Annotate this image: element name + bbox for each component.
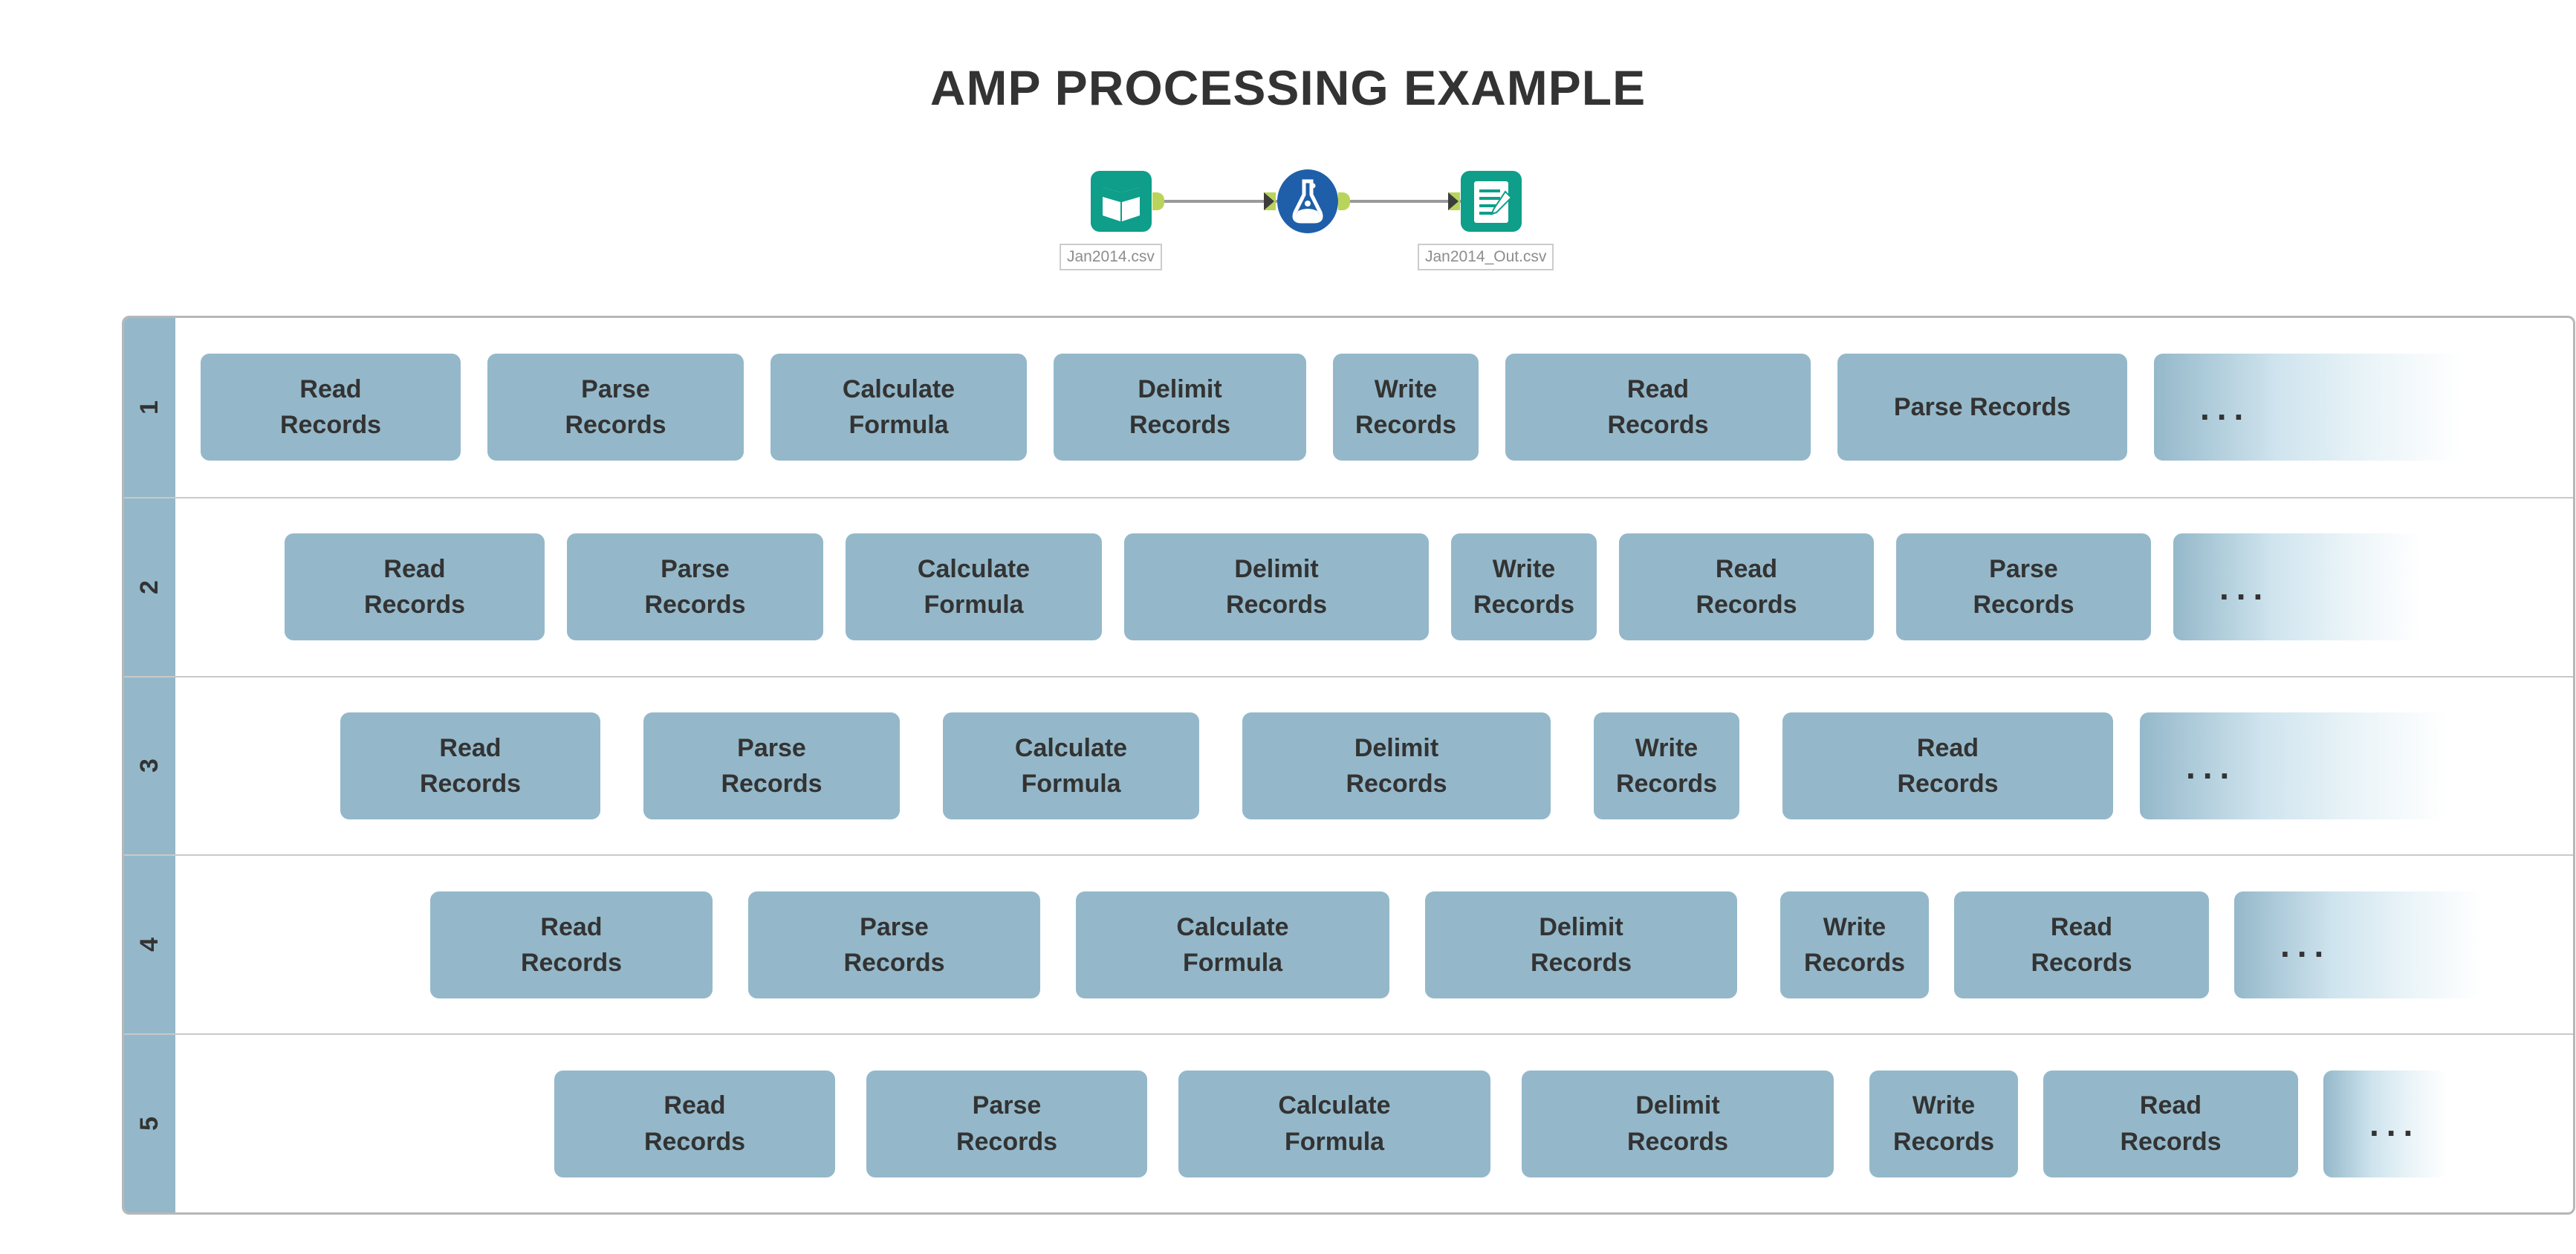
amp-block[interactable]: Calculate Formula xyxy=(943,712,1199,819)
amp-block[interactable]: Read Records xyxy=(340,712,600,819)
amp-block-ellipsis[interactable]: ... xyxy=(2154,354,2462,461)
wire-tool-to-output xyxy=(1345,200,1462,203)
write-document-icon xyxy=(1461,171,1522,232)
input-output-anchor xyxy=(1152,192,1164,210)
amp-row: 3 Read Records Parse Records Calculate Form… xyxy=(124,675,2573,855)
amp-block[interactable]: Parse Records xyxy=(1896,533,2151,641)
amp-block[interactable]: Calculate Formula xyxy=(770,354,1027,461)
amp-row: 4 Read Records Parse Records Calculate Form… xyxy=(124,854,2573,1033)
amp-row-track: Read Records Parse Records Calculate Formu… xyxy=(175,1035,2573,1212)
amp-row-number: 1 xyxy=(124,318,175,497)
amp-block[interactable]: Read Records xyxy=(1505,354,1811,461)
amp-row-number: 3 xyxy=(124,678,175,855)
amp-block[interactable]: Write Records xyxy=(1869,1070,2018,1177)
amp-block[interactable]: Parse Records xyxy=(567,533,823,641)
amp-row: 5 Read Records Parse Records Calculate Form… xyxy=(124,1033,2573,1212)
amp-block[interactable]: Calculate Formula xyxy=(846,533,1102,641)
amp-block[interactable]: Write Records xyxy=(1333,354,1479,461)
amp-block[interactable]: Delimit Records xyxy=(1425,891,1737,998)
amp-block[interactable]: Parse Records xyxy=(487,354,744,461)
amp-row-number: 2 xyxy=(124,498,175,676)
amp-block[interactable]: Read Records xyxy=(2043,1070,2298,1177)
tool-input-anchor xyxy=(1264,192,1276,210)
amp-row-number: 4 xyxy=(124,856,175,1033)
amp-block[interactable]: Parse Records xyxy=(866,1070,1147,1177)
amp-block[interactable]: Delimit Records xyxy=(1054,354,1306,461)
amp-block[interactable]: Read Records xyxy=(201,354,461,461)
amp-block[interactable]: Delimit Records xyxy=(1124,533,1429,641)
amp-row-track: Read Records Parse Records Calculate Formu… xyxy=(175,678,2573,855)
amp-row-number-text: 1 xyxy=(134,400,163,415)
output-file-label: Jan2014_Out.csv xyxy=(1418,244,1554,270)
amp-block[interactable]: Read Records xyxy=(430,891,713,998)
amp-block[interactable]: Delimit Records xyxy=(1242,712,1551,819)
amp-block[interactable]: Calculate Formula xyxy=(1076,891,1389,998)
amp-row-number-text: 4 xyxy=(134,938,163,952)
input-file-label: Jan2014.csv xyxy=(1060,244,1162,270)
page-title: AMP PROCESSING EXAMPLE xyxy=(929,60,1647,115)
formula-tool-node[interactable] xyxy=(1276,169,1340,233)
amp-block[interactable]: Delimit Records xyxy=(1522,1070,1834,1177)
amp-block[interactable]: Read Records xyxy=(1782,712,2113,819)
amp-block-ellipsis[interactable]: ... xyxy=(2140,712,2448,819)
amp-row-number-sidebar xyxy=(124,318,175,1212)
amp-block[interactable]: Read Records xyxy=(1954,891,2209,998)
amp-block[interactable]: Read Records xyxy=(285,533,545,641)
amp-block[interactable]: Parse Records xyxy=(1837,354,2127,461)
output-input-anchor xyxy=(1448,192,1460,210)
amp-block[interactable]: Write Records xyxy=(1594,712,1739,819)
amp-row-number: 5 xyxy=(124,1035,175,1212)
amp-block[interactable]: Read Records xyxy=(554,1070,835,1177)
amp-block[interactable]: Write Records xyxy=(1780,891,1929,998)
amp-row-number-text: 2 xyxy=(134,579,163,594)
wire-input-to-tool xyxy=(1159,200,1278,203)
amp-block-ellipsis[interactable]: ... xyxy=(2234,891,2482,998)
formula-flask-icon xyxy=(1277,169,1338,233)
amp-row-track: Read Records Parse Records Calculate Formu… xyxy=(175,856,2573,1033)
amp-block[interactable]: Calculate Formula xyxy=(1178,1070,1490,1177)
amp-block[interactable]: Parse Records xyxy=(643,712,900,819)
tool-output-anchor xyxy=(1338,192,1350,210)
workflow-diagram: Jan2014.csv Jan2014_Out.csv xyxy=(1055,169,1575,288)
amp-block[interactable]: Parse Records xyxy=(748,891,1040,998)
amp-block-ellipsis[interactable]: ... xyxy=(2323,1070,2447,1177)
amp-row-number-text: 3 xyxy=(134,758,163,773)
amp-block[interactable]: Write Records xyxy=(1451,533,1597,641)
input-tool-node[interactable] xyxy=(1089,169,1153,233)
amp-block[interactable]: Read Records xyxy=(1619,533,1874,641)
output-tool-node[interactable] xyxy=(1459,169,1523,233)
amp-row-number-text: 5 xyxy=(134,1117,163,1131)
open-book-icon xyxy=(1091,171,1152,232)
amp-block-ellipsis[interactable]: ... xyxy=(2173,533,2421,641)
